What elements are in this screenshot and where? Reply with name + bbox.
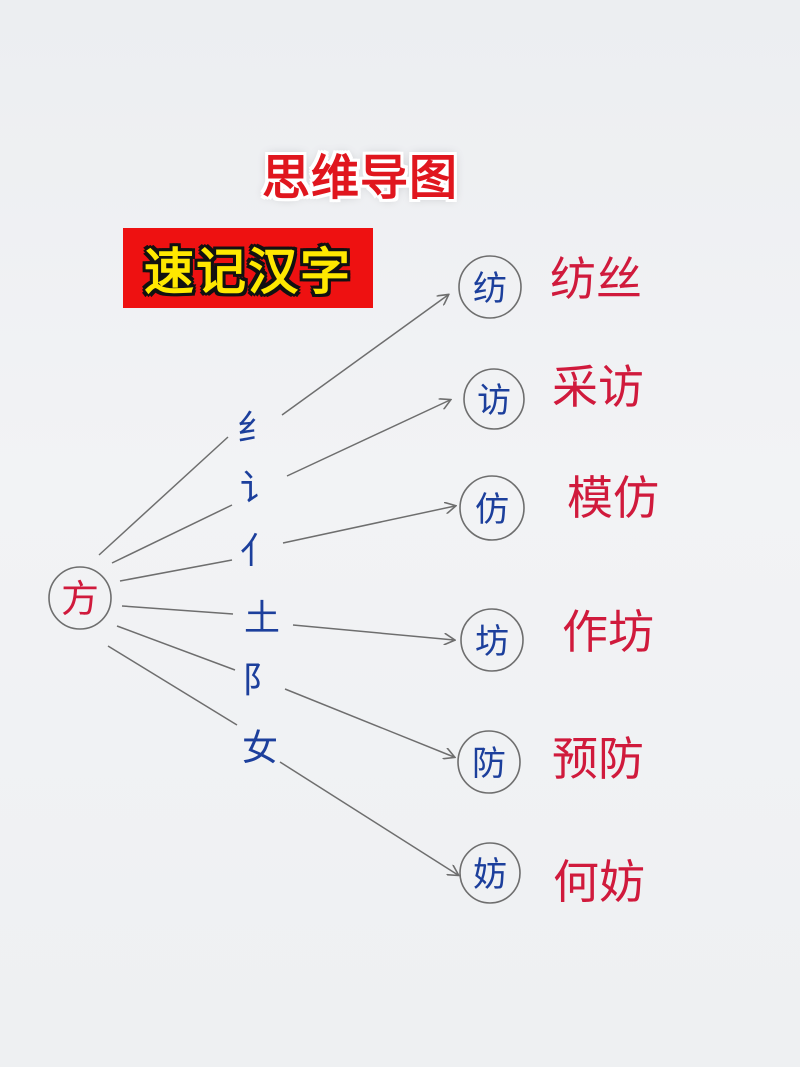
- connector-1b: [281, 295, 448, 416]
- connector-4b: [292, 624, 454, 640]
- page-title: 思维导图: [262, 150, 459, 206]
- result-char-1: 纺: [473, 269, 507, 309]
- result-circle-6: [459, 842, 521, 904]
- result-node-2: 访: [463, 368, 525, 430]
- connector-6b: [279, 761, 458, 875]
- root-node: 方: [48, 566, 112, 630]
- connector-4a: [121, 605, 234, 615]
- result-char-3: 仿: [475, 490, 509, 530]
- result-char-2: 访: [477, 381, 511, 421]
- word-4: 作坊: [562, 605, 654, 659]
- connector-3a: [119, 559, 233, 582]
- radical-3: 亻: [240, 531, 276, 572]
- connector-5b: [284, 688, 454, 757]
- connector-3b: [282, 506, 455, 544]
- result-char-6: 妨: [473, 855, 507, 895]
- result-node-4: 坊: [460, 608, 524, 672]
- result-node-1: 纺: [458, 255, 522, 319]
- word-6: 何妨: [553, 855, 645, 909]
- connector-2b: [286, 400, 450, 477]
- word-2: 采访: [552, 360, 644, 414]
- result-char-4: 坊: [475, 622, 509, 662]
- result-char-5: 防: [472, 744, 506, 784]
- radical-4: 土: [244, 598, 280, 639]
- result-node-3: 仿: [459, 475, 525, 541]
- connector-2a: [111, 504, 233, 564]
- radical-labels: 纟 讠 亻 土 阝 女: [237, 408, 280, 769]
- word-3: 模仿: [567, 471, 659, 525]
- result-circle-3: [459, 475, 525, 541]
- result-nodes: 纺 访 仿 坊 防 妨: [457, 255, 525, 904]
- result-circle-4: [460, 608, 524, 672]
- word-1: 纺丝: [550, 252, 642, 306]
- connector-5a: [116, 625, 236, 671]
- connectors: [98, 295, 458, 875]
- connector-6a: [107, 645, 238, 726]
- word-5: 预防: [552, 732, 644, 786]
- radical-1: 纟: [237, 408, 273, 449]
- result-node-5: 防: [457, 730, 521, 794]
- subtitle-banner: 速记汉字: [123, 228, 373, 308]
- example-words: 纺丝 采访 模仿 作坊 预防 何妨: [550, 252, 659, 909]
- root-char: 方: [61, 577, 99, 621]
- radical-2: 讠: [240, 468, 276, 509]
- result-circle-5: [457, 730, 521, 794]
- radical-5: 阝: [242, 660, 278, 701]
- connector-1a: [98, 436, 229, 556]
- result-circle-1: [458, 255, 522, 319]
- result-circle-2: [463, 368, 525, 430]
- root-circle: [48, 566, 112, 630]
- radical-6: 女: [242, 728, 278, 769]
- subtitle-text: 速记汉字: [144, 243, 352, 301]
- result-node-6: 妨: [459, 842, 521, 904]
